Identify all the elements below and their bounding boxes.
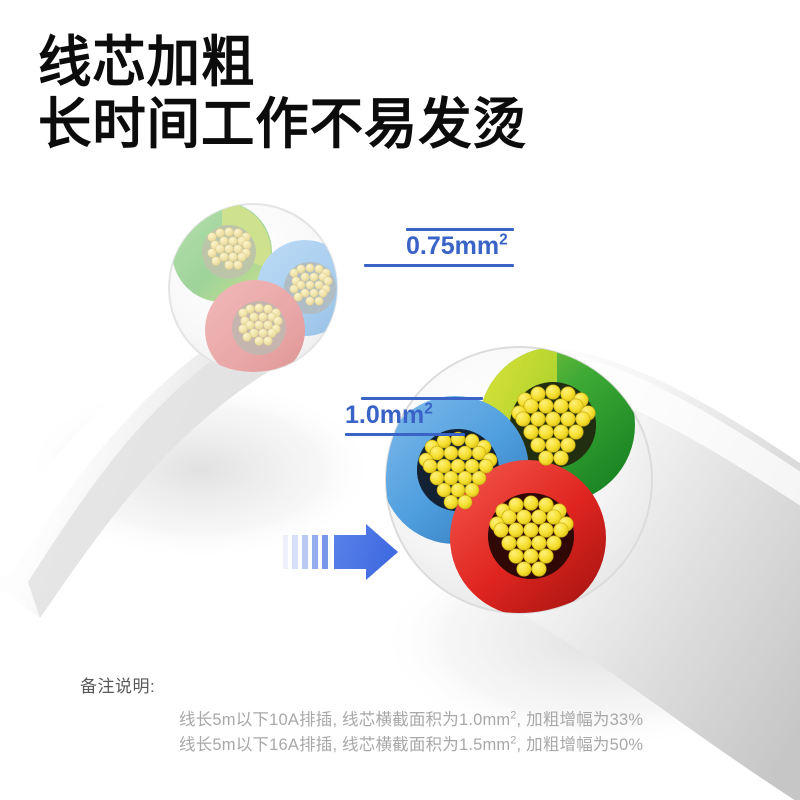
footnote-prefix: 线长5m以下10A排插, 线芯横截面积为1.0mm — [179, 711, 511, 729]
footnote-line: 线长5m以下10A排插, 线芯横截面积为1.0mm2, 加粗增幅为33% — [179, 708, 643, 733]
footnote-suffix: , 加粗增幅为33% — [516, 711, 644, 729]
thin-blue-strands — [289, 263, 333, 306]
callout-thin-label: 0.75mm2 — [352, 231, 514, 264]
footnote-prefix: 线长5m以下16A排插, 线芯横截面积为1.5mm — [179, 736, 511, 754]
callout-thin-exponent: 2 — [499, 231, 508, 249]
thin-red-strands — [238, 303, 283, 346]
footnote-exponent: 2 — [510, 734, 517, 747]
thick-green-strands — [511, 384, 596, 466]
thin-cable — [0, 203, 338, 618]
thick-blue-strands — [418, 431, 498, 510]
footnotes-label: 备注说明: — [80, 677, 156, 696]
callout-thin-rule-bottom — [364, 263, 514, 267]
footnote-line: 线长5m以下16A排插, 线芯横截面积为1.5mm2, 加粗增幅为50% — [179, 733, 643, 758]
footnote-exponent: 2 — [510, 709, 517, 722]
callout-thick-value: 1.0mm — [345, 401, 425, 429]
footnote-suffix: , 加粗增幅为50% — [516, 736, 644, 754]
callout-thick-rule-bottom — [345, 432, 465, 436]
callout-thin-rule-top — [406, 228, 514, 231]
callout-thick-rule-top — [361, 397, 483, 400]
callout-thin-gauge: 0.75mm2 — [352, 228, 514, 267]
callout-thick-gauge: 1.0mm2 — [345, 397, 483, 436]
headline: 线芯加粗 长时间工作不易发烫 — [38, 34, 542, 152]
headline-line-2: 长时间工作不易发烫 — [38, 93, 527, 156]
callout-thick-label: 1.0mm2 — [345, 400, 483, 433]
callout-thin-value: 0.75mm — [406, 232, 500, 260]
thin-green-strands — [207, 227, 252, 270]
right-arrow-icon — [283, 524, 398, 580]
thick-red-strands — [489, 495, 574, 577]
footnotes-list: 线长5m以下10A排插, 线芯横截面积为1.0mm2, 加粗增幅为33% 线长5… — [179, 708, 643, 758]
thin-cable-sheath-shade — [28, 336, 268, 618]
headline-line-1: 线芯加粗 — [38, 31, 256, 93]
callout-thick-exponent: 2 — [424, 400, 433, 418]
